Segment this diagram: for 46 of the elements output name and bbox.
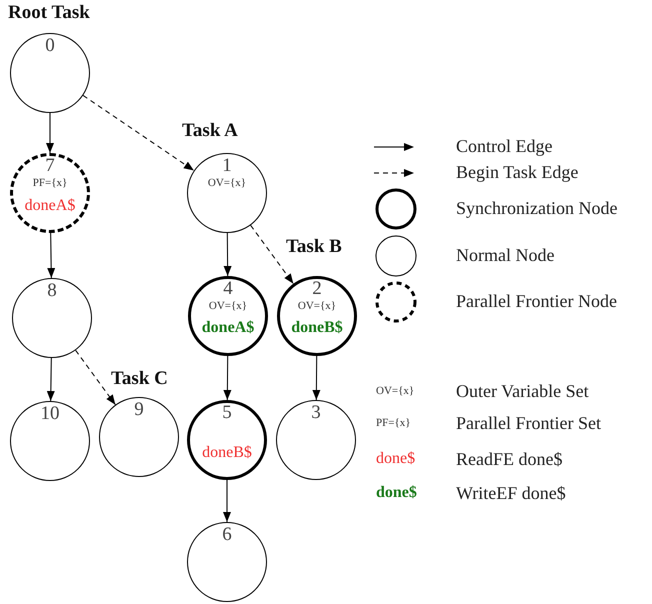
arrow — [223, 356, 232, 400]
node-number: 0 — [44, 36, 56, 55]
write-variable-text: doneA$ — [200, 320, 256, 336]
arrow — [46, 112, 54, 154]
node-number: 1 — [221, 156, 233, 175]
dashed-arrow — [75, 350, 116, 406]
variable-set-text: PF={x} — [376, 418, 410, 429]
node-number: 9 — [133, 400, 145, 419]
node-number: 10 — [40, 404, 60, 423]
arrow — [312, 356, 320, 400]
arrow — [47, 232, 56, 278]
variable-set-text: OV={x} — [208, 301, 248, 312]
variable-set-text: OV={x} — [206, 178, 248, 189]
task-label: Task C — [111, 368, 168, 390]
legend-text: WriteEF done$ — [456, 483, 566, 504]
legend-text: Synchronization Node — [456, 198, 618, 219]
node-number: 8 — [46, 281, 58, 300]
node-number: 4 — [222, 279, 234, 298]
write-variable-text: done$ — [376, 485, 417, 501]
variable-set-text: PF={x} — [32, 178, 68, 189]
node-number: 2 — [311, 279, 323, 298]
node-number: 7 — [44, 156, 56, 175]
legend-text: ReadFE done$ — [456, 449, 562, 470]
dashed-arrow — [82, 94, 194, 172]
arrow — [223, 480, 231, 522]
node-number: 6 — [221, 525, 233, 544]
arrow — [46, 358, 55, 402]
read-variable-text: doneB$ — [201, 445, 253, 461]
legend-text: Parallel Frontier Set — [456, 413, 601, 434]
dashed-arrow — [250, 224, 294, 284]
legend-text: Normal Node — [456, 245, 554, 266]
legend-text: Parallel Frontier Node — [456, 291, 617, 312]
task-label: Task A — [182, 120, 238, 142]
write-variable-text: doneB$ — [290, 320, 344, 336]
legend-text: Begin Task Edge — [456, 162, 578, 183]
legend-text: Outer Variable Set — [456, 381, 589, 402]
node-number: 3 — [310, 403, 322, 422]
read-variable-text: doneA$ — [24, 198, 76, 214]
node-number: 5 — [221, 403, 233, 422]
task-label: Task B — [286, 236, 342, 258]
variable-set-text: OV={x} — [296, 301, 338, 312]
task-label: Root Task — [8, 2, 90, 24]
arrow — [224, 232, 232, 276]
read-variable-text: done$ — [376, 451, 416, 467]
variable-set-text: OV={x} — [376, 386, 414, 397]
legend-text: Control Edge — [456, 136, 552, 157]
